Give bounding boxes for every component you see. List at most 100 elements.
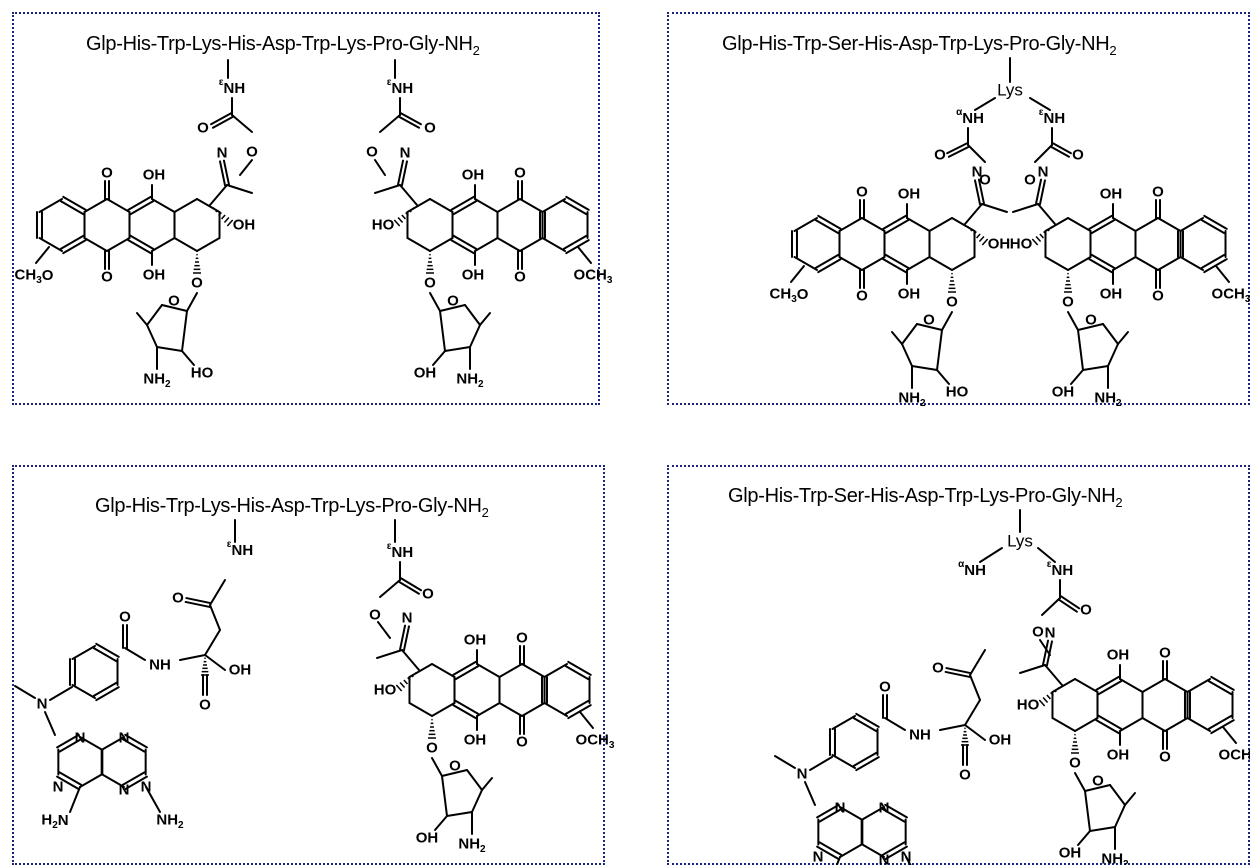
atom-label-n: N <box>1045 625 1056 642</box>
bond-line <box>856 757 879 770</box>
atom-label-text: NH <box>962 110 984 127</box>
bond-line <box>499 703 522 716</box>
bond-line <box>1202 255 1225 268</box>
atom-label-n: N <box>75 730 86 747</box>
bond-line <box>174 238 197 251</box>
bond-line <box>794 257 817 270</box>
atom-label-n: N <box>879 800 890 817</box>
atom-label-o: O <box>856 288 868 305</box>
atom-label-och3: OCH3 <box>574 267 613 286</box>
bond-line <box>862 257 885 270</box>
bond-line <box>451 197 474 210</box>
amide-nh-label: εNH <box>227 539 253 559</box>
bond-line <box>1211 677 1234 690</box>
atom-label-nh2: NH2 <box>1094 390 1122 409</box>
bond-line <box>1142 718 1165 731</box>
bond-line <box>1068 257 1091 270</box>
hash-bond <box>213 208 214 209</box>
bond-line <box>544 664 567 677</box>
atom-label-oh: OH <box>233 217 256 234</box>
atom-label-oh: OH <box>989 732 1012 749</box>
bond-line <box>409 664 432 677</box>
subscript: 2 <box>920 398 926 409</box>
bond-line <box>1085 791 1090 831</box>
bond-line <box>131 236 154 249</box>
hash-bond <box>968 227 969 228</box>
bond-line <box>1216 266 1229 282</box>
bond-line <box>1052 679 1075 692</box>
bond-line <box>952 218 975 231</box>
atom-label-text: NH <box>224 80 246 97</box>
bond-line <box>818 259 841 272</box>
bond-line <box>816 220 839 233</box>
hash-bond <box>396 685 401 691</box>
bond-line <box>442 776 447 816</box>
bond-line <box>1075 679 1098 692</box>
bond-line <box>70 787 80 812</box>
bond-line <box>61 236 84 249</box>
atom-label-n: N <box>119 782 130 799</box>
bond-line <box>886 220 909 233</box>
bond-line <box>240 160 252 175</box>
atom-label-text: N <box>58 812 69 829</box>
bond-line <box>578 247 591 263</box>
hash-bond <box>222 215 226 219</box>
bond-line <box>1045 218 1068 231</box>
bond-line <box>210 580 225 605</box>
bond-line <box>544 703 567 716</box>
bond-line <box>467 770 482 790</box>
bond-line <box>1209 681 1232 694</box>
bond-line <box>152 238 175 251</box>
atom-label-o: O <box>447 293 459 310</box>
bond-line <box>1071 370 1083 384</box>
bond-line <box>1075 718 1098 731</box>
bond-line <box>1099 716 1122 729</box>
atom-label-och3: OCH3 <box>1219 747 1250 766</box>
atom-label-o: O <box>119 609 131 626</box>
bond-line <box>1108 344 1118 366</box>
bond-line <box>1120 679 1143 692</box>
atom-label-ch3o: CH3O <box>770 286 809 305</box>
subscript: 2 <box>165 379 171 390</box>
atom-label-o: O <box>369 607 381 624</box>
bond-line <box>197 199 220 212</box>
bond-line <box>1078 330 1083 370</box>
atom-label-o: O <box>426 740 438 757</box>
bond-line <box>564 201 587 214</box>
atom-label-oh: OH <box>1100 286 1123 303</box>
bond-line <box>147 325 157 347</box>
bond-line <box>131 201 154 214</box>
bond-line <box>475 199 498 212</box>
atom-label-oh: OH <box>464 632 487 649</box>
bond-line <box>522 703 545 716</box>
atom-label-n: N <box>797 766 808 783</box>
bond-line <box>84 199 107 212</box>
atom-label-n: N <box>879 852 890 865</box>
bond-line <box>435 816 447 830</box>
atom-label-o: O <box>197 120 209 137</box>
atom-label-o: O <box>1024 172 1036 189</box>
atom-label-oh: OH <box>1107 747 1130 764</box>
hash-bond <box>415 673 416 674</box>
bond-line <box>128 240 151 253</box>
atom-label-oh: OH <box>229 662 252 679</box>
bond-line <box>937 330 942 370</box>
hash-bond <box>1051 227 1052 228</box>
atom-label-oh: OH <box>414 365 437 382</box>
atom-label-o: O <box>172 590 184 607</box>
atom-label-text: NH <box>392 80 414 97</box>
bond-line <box>902 324 917 344</box>
bond-line <box>862 218 885 231</box>
bond-line <box>497 238 520 251</box>
atom-label-o: O <box>1032 624 1044 641</box>
atom-label-oh: OH <box>464 732 487 749</box>
bond-line <box>791 266 804 282</box>
subscript: 2 <box>1123 859 1129 865</box>
bond-line <box>187 293 197 311</box>
hash-bond <box>977 234 981 238</box>
atom-label-text: NH <box>1052 562 1074 579</box>
bond-line <box>568 662 591 675</box>
bond-line <box>1089 259 1112 272</box>
amide-nh-label: εNH <box>387 541 413 561</box>
bond-line <box>72 646 95 659</box>
